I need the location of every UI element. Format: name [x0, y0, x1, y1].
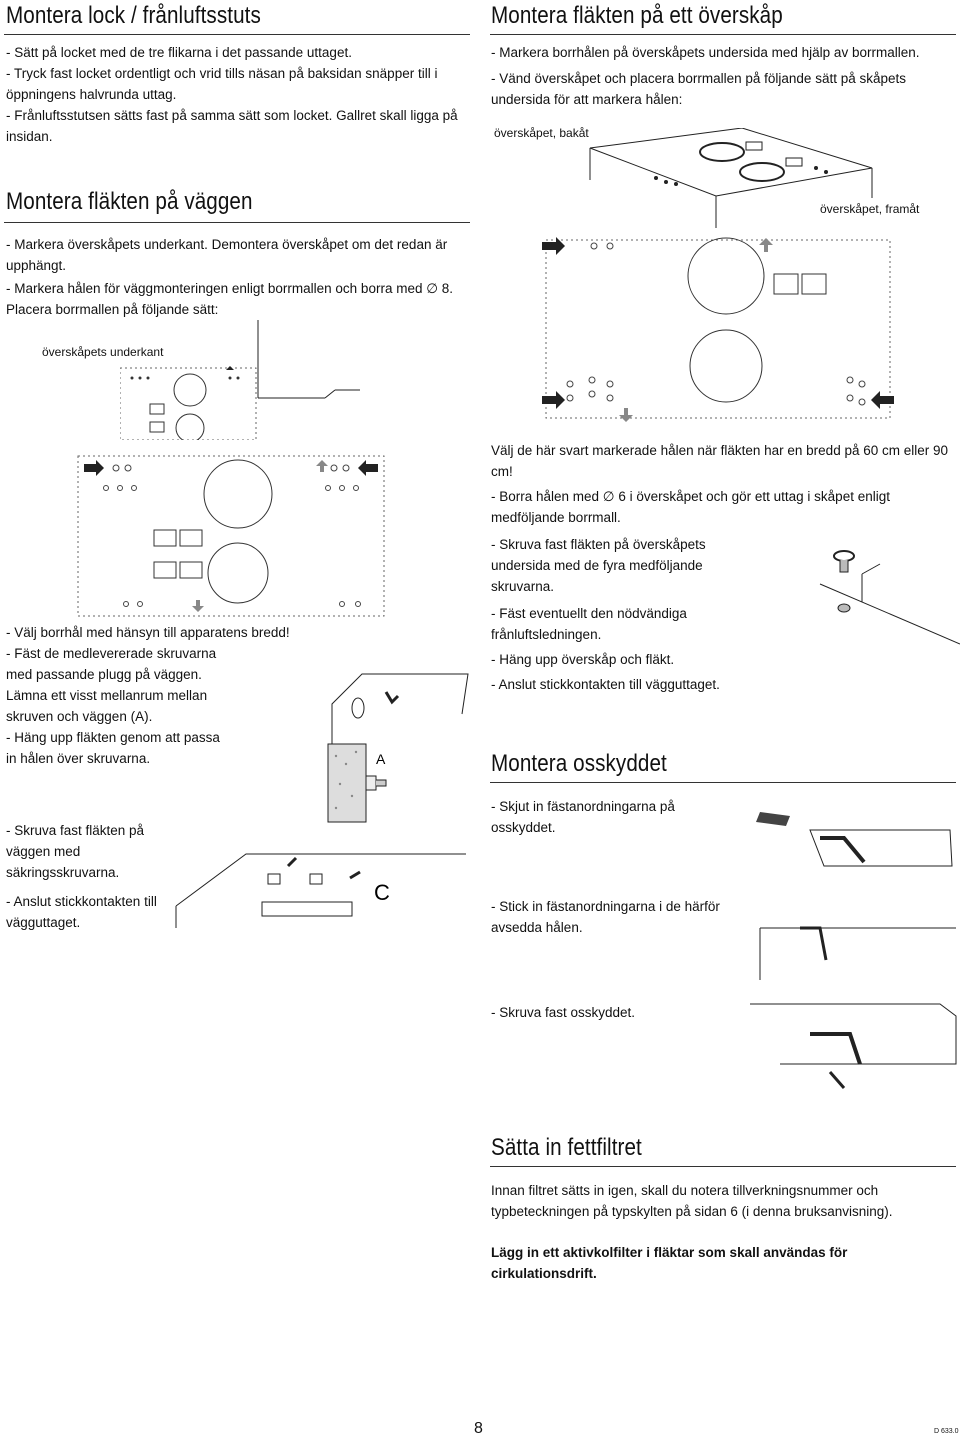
hang-steps: - Välj borrhål med hänsyn till apparaten…	[6, 622, 306, 769]
title-rule	[490, 34, 956, 35]
grease-filter-paragraph: Innan filtret sätts in igen, skall du no…	[491, 1183, 893, 1219]
section-title-lock: Montera lock / frånluftsstuts	[6, 2, 261, 29]
splash-guard-screw-illustration	[740, 994, 960, 1094]
drill-template-corner-illustration	[120, 318, 360, 440]
page-number: 8	[474, 1420, 483, 1437]
list-item: - Häng upp överskåp och fläkt.	[491, 652, 675, 667]
caption-cabinet-front: överskåpet, framåt	[820, 202, 920, 216]
label-c: C	[374, 880, 390, 905]
list-item: - Stick in fästanordningarna i de härför…	[491, 899, 720, 935]
splash-step-1: - Skjut in fästanordningarna på osskydde…	[491, 796, 721, 838]
list-item: - Tryck fast locket ordentligt och vrid …	[6, 66, 438, 102]
caption-cabinet-back: överskåpet, bakåt	[494, 126, 589, 140]
splash-guard-insert-illustration	[740, 900, 960, 980]
list-item: - Välj borrhål med hänsyn till apparaten…	[6, 625, 290, 640]
list-item: - Fäst eventuellt den nödvändiga frånluf…	[491, 606, 687, 642]
list-item: - Vänd överskåpet och placera borrmallen…	[491, 71, 906, 107]
splash-guard-slide-illustration	[720, 790, 956, 890]
label-a: A	[376, 751, 386, 767]
wall-drilling-template-illustration	[76, 448, 386, 620]
list-item: - Fäst de medlevererade skruvarna med pa…	[6, 646, 217, 724]
cabinet-screw-illustration	[760, 544, 960, 654]
splash-step-3: - Skruva fast osskyddet.	[491, 1002, 721, 1023]
section-title-grease-filter: Sätta in fettfiltret	[491, 1134, 642, 1161]
fix-steps: - Skruva fast fläkten på väggen med säkr…	[6, 820, 174, 933]
wall-instructions: - Markera överskåpets underkant. Demonte…	[6, 234, 468, 320]
caption-cabinet-bottom-edge: överskåpets underkant	[42, 345, 164, 359]
section-title-splash-guard: Montera osskyddet	[491, 750, 667, 777]
title-rule	[490, 1166, 956, 1167]
title-rule	[490, 782, 956, 783]
list-item: - Markera borrhålen på överskåpets under…	[491, 45, 920, 60]
cabinet-note: Välj de här svart markerade hålen när fl…	[491, 440, 953, 482]
list-item: - Anslut stickkontakten till vägguttaget…	[491, 677, 720, 692]
list-item: - Anslut stickkontakten till vägguttaget…	[6, 894, 157, 930]
list-item: - Skruva fast osskyddet.	[491, 1005, 636, 1020]
safety-screw-illustration: C	[170, 818, 470, 938]
title-rule	[4, 222, 470, 223]
list-item: - Markera överskåpets underkant. Demonte…	[6, 237, 448, 273]
grease-filter-bold-note: Lägg in ett aktivkolfilter i fläktar som…	[491, 1245, 848, 1281]
list-item: - Skruva fast fläkten på överskåpets und…	[491, 537, 706, 594]
list-item: - Häng upp fläkten genom att passa in hå…	[6, 730, 220, 766]
wall-screw-illustration: A	[312, 664, 472, 824]
document-code: D 633.0	[934, 1428, 959, 1435]
cabinet-drilling-template-illustration	[540, 226, 900, 426]
cabinet-instructions: - Markera borrhålen på överskåpets under…	[491, 42, 953, 110]
list-item: - Frånluftsstutsen sätts fast på samma s…	[6, 108, 458, 144]
note-text: Välj de här svart markerade hålen när fl…	[491, 443, 949, 479]
list-item: - Skjut in fästanordningarna på osskydde…	[491, 799, 675, 835]
list-item: - Borra hålen med ∅ 6 i överskåpet och g…	[491, 489, 890, 525]
section-title-wall: Montera fläkten på väggen	[6, 188, 253, 215]
cabinet-steps: - Borra hålen med ∅ 6 i överskåpet och g…	[491, 486, 953, 695]
grease-filter-text: Innan filtret sätts in igen, skall du no…	[491, 1180, 953, 1284]
list-item: - Markera hålen för väggmonteringen enli…	[6, 281, 453, 317]
list-item: - Sätt på locket med de tre flikarna i d…	[6, 45, 352, 60]
splash-step-2: - Stick in fästanordningarna i de härför…	[491, 896, 721, 938]
lock-instructions: - Sätt på locket med de tre flikarna i d…	[6, 42, 468, 147]
cabinet-underside-illustration	[586, 128, 876, 228]
section-title-cabinet: Montera fläkten på ett överskåp	[491, 2, 783, 29]
list-item: - Skruva fast fläkten på väggen med säkr…	[6, 823, 145, 880]
title-rule	[4, 34, 470, 35]
